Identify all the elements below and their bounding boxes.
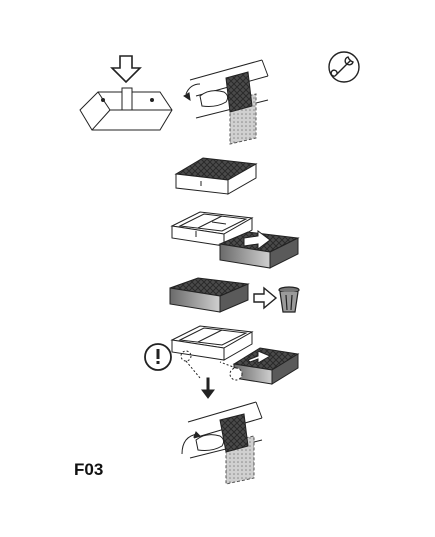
down-arrow-icon [202,378,214,398]
figure-label: F03 [74,460,104,479]
step2-filter-in-frame [176,158,256,194]
insert-tab-arrow-icon [248,351,270,363]
step3-frame-and-filter [172,212,298,268]
step6-reattach-in-hood [182,402,262,484]
caution-exclamation-icon [145,344,171,370]
step1-hand-unclip [184,60,268,144]
step5-insert-new-filter [172,326,298,384]
step1-hood-press [80,88,172,130]
discard-arrow-icon [254,288,276,308]
step4-discard-filter [170,278,248,312]
wrench-tool-icon [329,52,359,82]
press-down-arrow-icon [112,56,140,82]
trash-bin-icon [279,287,299,312]
slide-out-arrow-icon [244,231,270,249]
